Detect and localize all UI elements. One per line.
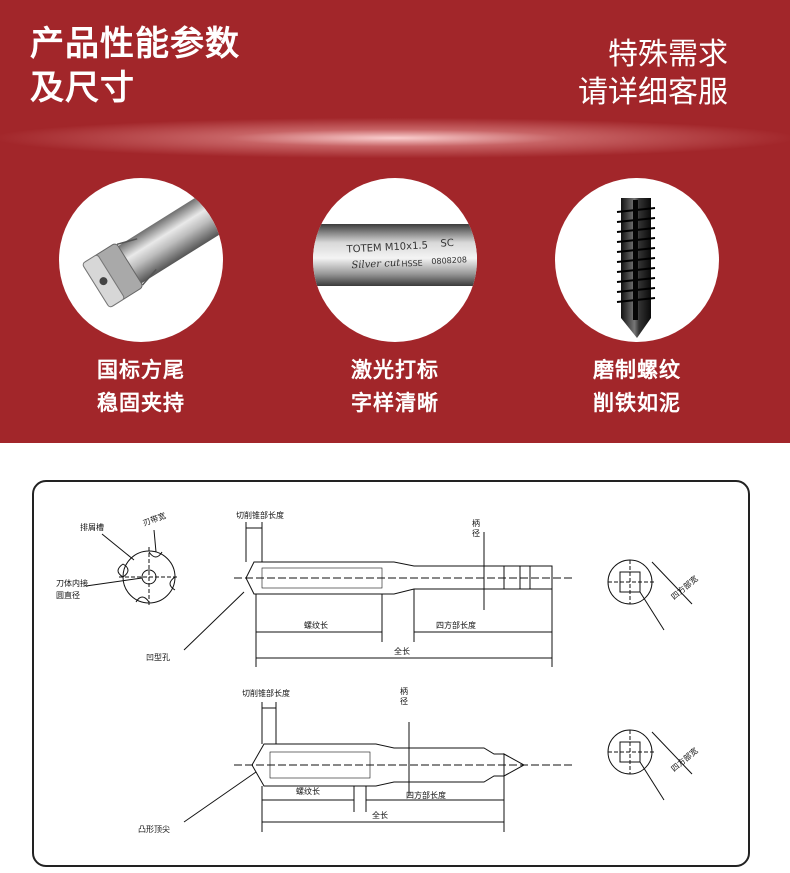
tap2-chamfer-length: 切削锥部长度 <box>242 688 290 698</box>
customer-service-note: 特殊需求 请详细客服 <box>578 36 728 112</box>
tap1-shank-dia-2: 径 <box>472 528 480 538</box>
service-line-2: 请详细客服 <box>578 75 728 110</box>
square-width-2: 四方部宽 <box>669 745 700 773</box>
square-tail-shank-photo <box>59 178 223 342</box>
feature-caption-line2: 字样清晰 <box>351 391 439 415</box>
tap2-shank-dia-2: 径 <box>400 696 408 706</box>
cross-section-view <box>85 529 179 607</box>
label-core-1: 刀体内接 <box>56 578 88 588</box>
tap1-center-type: 凹型孔 <box>146 653 170 662</box>
tap1-total-length: 全长 <box>394 646 410 656</box>
title-line-2: 及尺寸 <box>30 68 135 108</box>
square-end-view-2 <box>607 729 693 801</box>
tap-dimension-drawing: 排屑槽 刃带宽 刀体内接 圆直径 切削锥部长度 柄 径 螺纹长 四方部长度 全长… <box>56 510 700 834</box>
feature-caption: 磨制螺纹 削铁如泥 <box>552 354 722 420</box>
dimension-diagram-panel: 排屑槽 刃带宽 刀体内接 圆直径 切削锥部长度 柄 径 螺纹长 四方部长度 全长… <box>32 480 750 867</box>
feature-laser-marking: TOTEM M10x1.5 SC Silver cut HSSE 0808208… <box>310 178 480 420</box>
engraving-grade: SC <box>440 238 454 250</box>
label-flute: 排屑槽 <box>80 522 104 532</box>
label-core-2: 圆直径 <box>56 590 80 600</box>
tap2-total-length: 全长 <box>372 810 388 820</box>
tap2-center-type: 凸形顶尖 <box>138 824 170 834</box>
tap2-thread-length: 螺纹长 <box>296 786 320 796</box>
feature-caption-line1: 国标方尾 <box>97 358 185 382</box>
tap2-drawing <box>183 702 574 832</box>
engraving-series: Silver cut <box>351 258 401 272</box>
feature-square-tail: 国标方尾 稳固夹持 <box>56 178 226 420</box>
feature-caption: 国标方尾 稳固夹持 <box>56 354 226 420</box>
square-width-1: 四方部宽 <box>669 573 700 601</box>
feature-caption: 激光打标 字样清晰 <box>310 354 480 420</box>
service-line-1: 特殊需求 <box>608 37 728 72</box>
engraving-brand: TOTEM M10x1.5 <box>345 240 428 255</box>
feature-caption-line1: 磨制螺纹 <box>593 358 681 382</box>
engraving-lot: 0808208 <box>431 255 467 266</box>
tap1-chamfer-length: 切削锥部长度 <box>236 510 284 520</box>
tap2-shank-dia-1: 柄 <box>400 686 408 696</box>
tap1-shank-dia-1: 柄 <box>472 518 480 528</box>
header-banner: 产品性能参数 及尺寸 特殊需求 请详细客服 <box>0 0 790 443</box>
square-end-view-1 <box>607 559 693 631</box>
banner-glow-divider <box>0 118 790 158</box>
tap1-thread-length: 螺纹长 <box>304 620 328 630</box>
laser-marking-photo: TOTEM M10x1.5 SC Silver cut HSSE 0808208 <box>313 178 477 342</box>
feature-ground-thread: 磨制螺纹 削铁如泥 <box>552 178 722 420</box>
tap1-drawing <box>183 522 574 667</box>
engraving-material: HSSE <box>401 259 423 269</box>
label-land-width: 刃带宽 <box>141 510 167 528</box>
thread-closeup-photo <box>555 178 719 342</box>
tap1-square-length: 四方部长度 <box>436 620 476 630</box>
feature-caption-line1: 激光打标 <box>351 358 439 382</box>
feature-caption-line2: 削铁如泥 <box>593 391 681 415</box>
tap2-square-length: 四方部长度 <box>406 790 446 800</box>
feature-caption-line2: 稳固夹持 <box>97 391 185 415</box>
title-line-1: 产品性能参数 <box>30 24 240 64</box>
page-title: 产品性能参数 及尺寸 <box>30 22 240 110</box>
